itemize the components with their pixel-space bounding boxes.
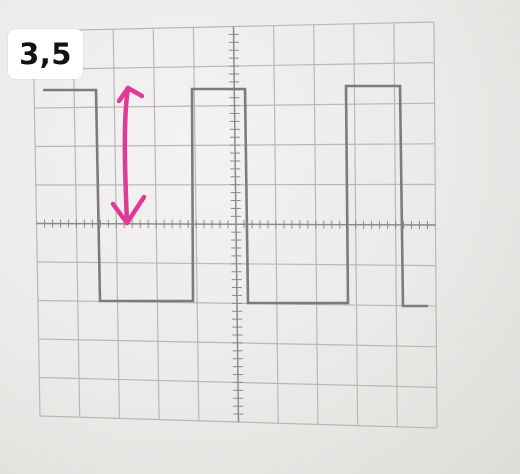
value-label: 3,5 <box>8 29 83 79</box>
amplitude-arrow-shaft <box>122 85 131 226</box>
square-wave-trace <box>43 84 428 308</box>
amplitude-arrow-top-head <box>116 85 145 104</box>
amplitude-arrow-bottom-head <box>110 194 147 226</box>
double-headed-arrow-icon <box>110 85 147 226</box>
value-label-text: 3,5 <box>19 37 72 71</box>
center-axes <box>36 26 436 423</box>
